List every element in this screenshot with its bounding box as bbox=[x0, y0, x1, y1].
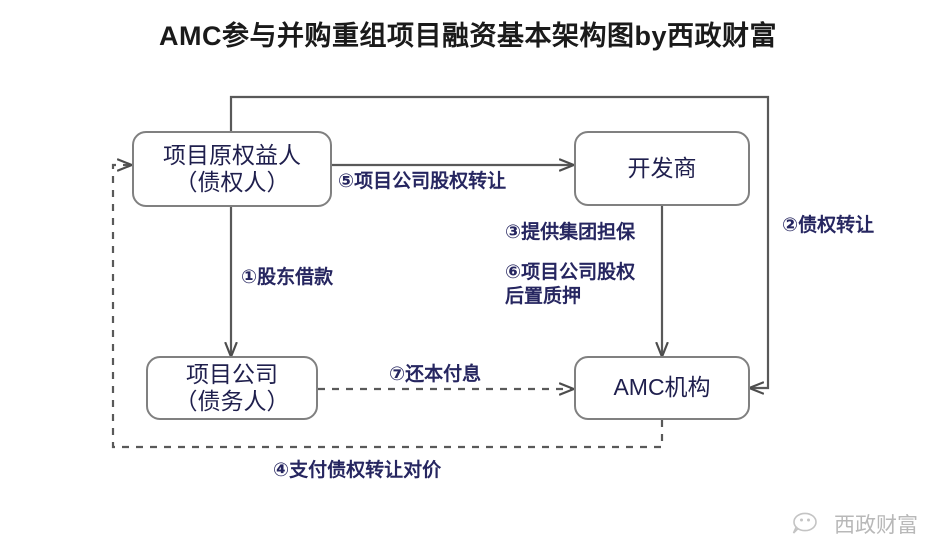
edge-label-equity-pledge-line1: ⑥项目公司股权 bbox=[505, 262, 636, 283]
edge-claim-transfer bbox=[229, 95, 770, 388]
wechat-icon bbox=[792, 512, 826, 536]
node-project-company[interactable]: 项目公司 （债务人） bbox=[146, 356, 318, 420]
node-amc[interactable]: AMC机构 bbox=[574, 356, 750, 420]
edge-label-equity-pledge: ⑥项目公司股权 后置质押 bbox=[505, 261, 675, 309]
node-label-line2: （债权人） bbox=[174, 169, 290, 195]
node-label-line1: 项目公司 bbox=[186, 360, 278, 387]
edge-label-transfer-consideration: ④支付债权转让对价 bbox=[273, 460, 442, 481]
node-developer[interactable]: 开发商 bbox=[574, 131, 750, 206]
edge-label-repay-principal-interest: ⑦还本付息 bbox=[389, 364, 482, 385]
page-title: AMC参与并购重组项目融资基本架构图by西政财富 bbox=[159, 21, 777, 51]
edge-label-group-guarantee: ③提供集团担保 bbox=[505, 222, 636, 243]
watermark-label: 西政财富 bbox=[834, 514, 918, 537]
node-label-line2: （债务人） bbox=[174, 388, 290, 414]
node-label-line1: 项目原权益人 bbox=[163, 141, 301, 168]
watermark: 西政财富 bbox=[792, 509, 918, 539]
edge-transfer-consideration bbox=[111, 165, 664, 449]
edge-label-equity-pledge-line2: 后置质押 bbox=[505, 285, 582, 307]
node-label-line1: 开发商 bbox=[627, 154, 697, 181]
node-original-equity-holder[interactable]: 项目原权益人 （债权人） bbox=[132, 131, 332, 207]
node-label-line1: AMC机构 bbox=[613, 374, 711, 401]
edge-label-claim-transfer: ②债权转让 bbox=[782, 215, 875, 236]
edge-label-shareholder-loan: ①股东借款 bbox=[241, 267, 334, 288]
edge-label-equity-transfer: ⑤项目公司股权转让 bbox=[338, 171, 507, 192]
